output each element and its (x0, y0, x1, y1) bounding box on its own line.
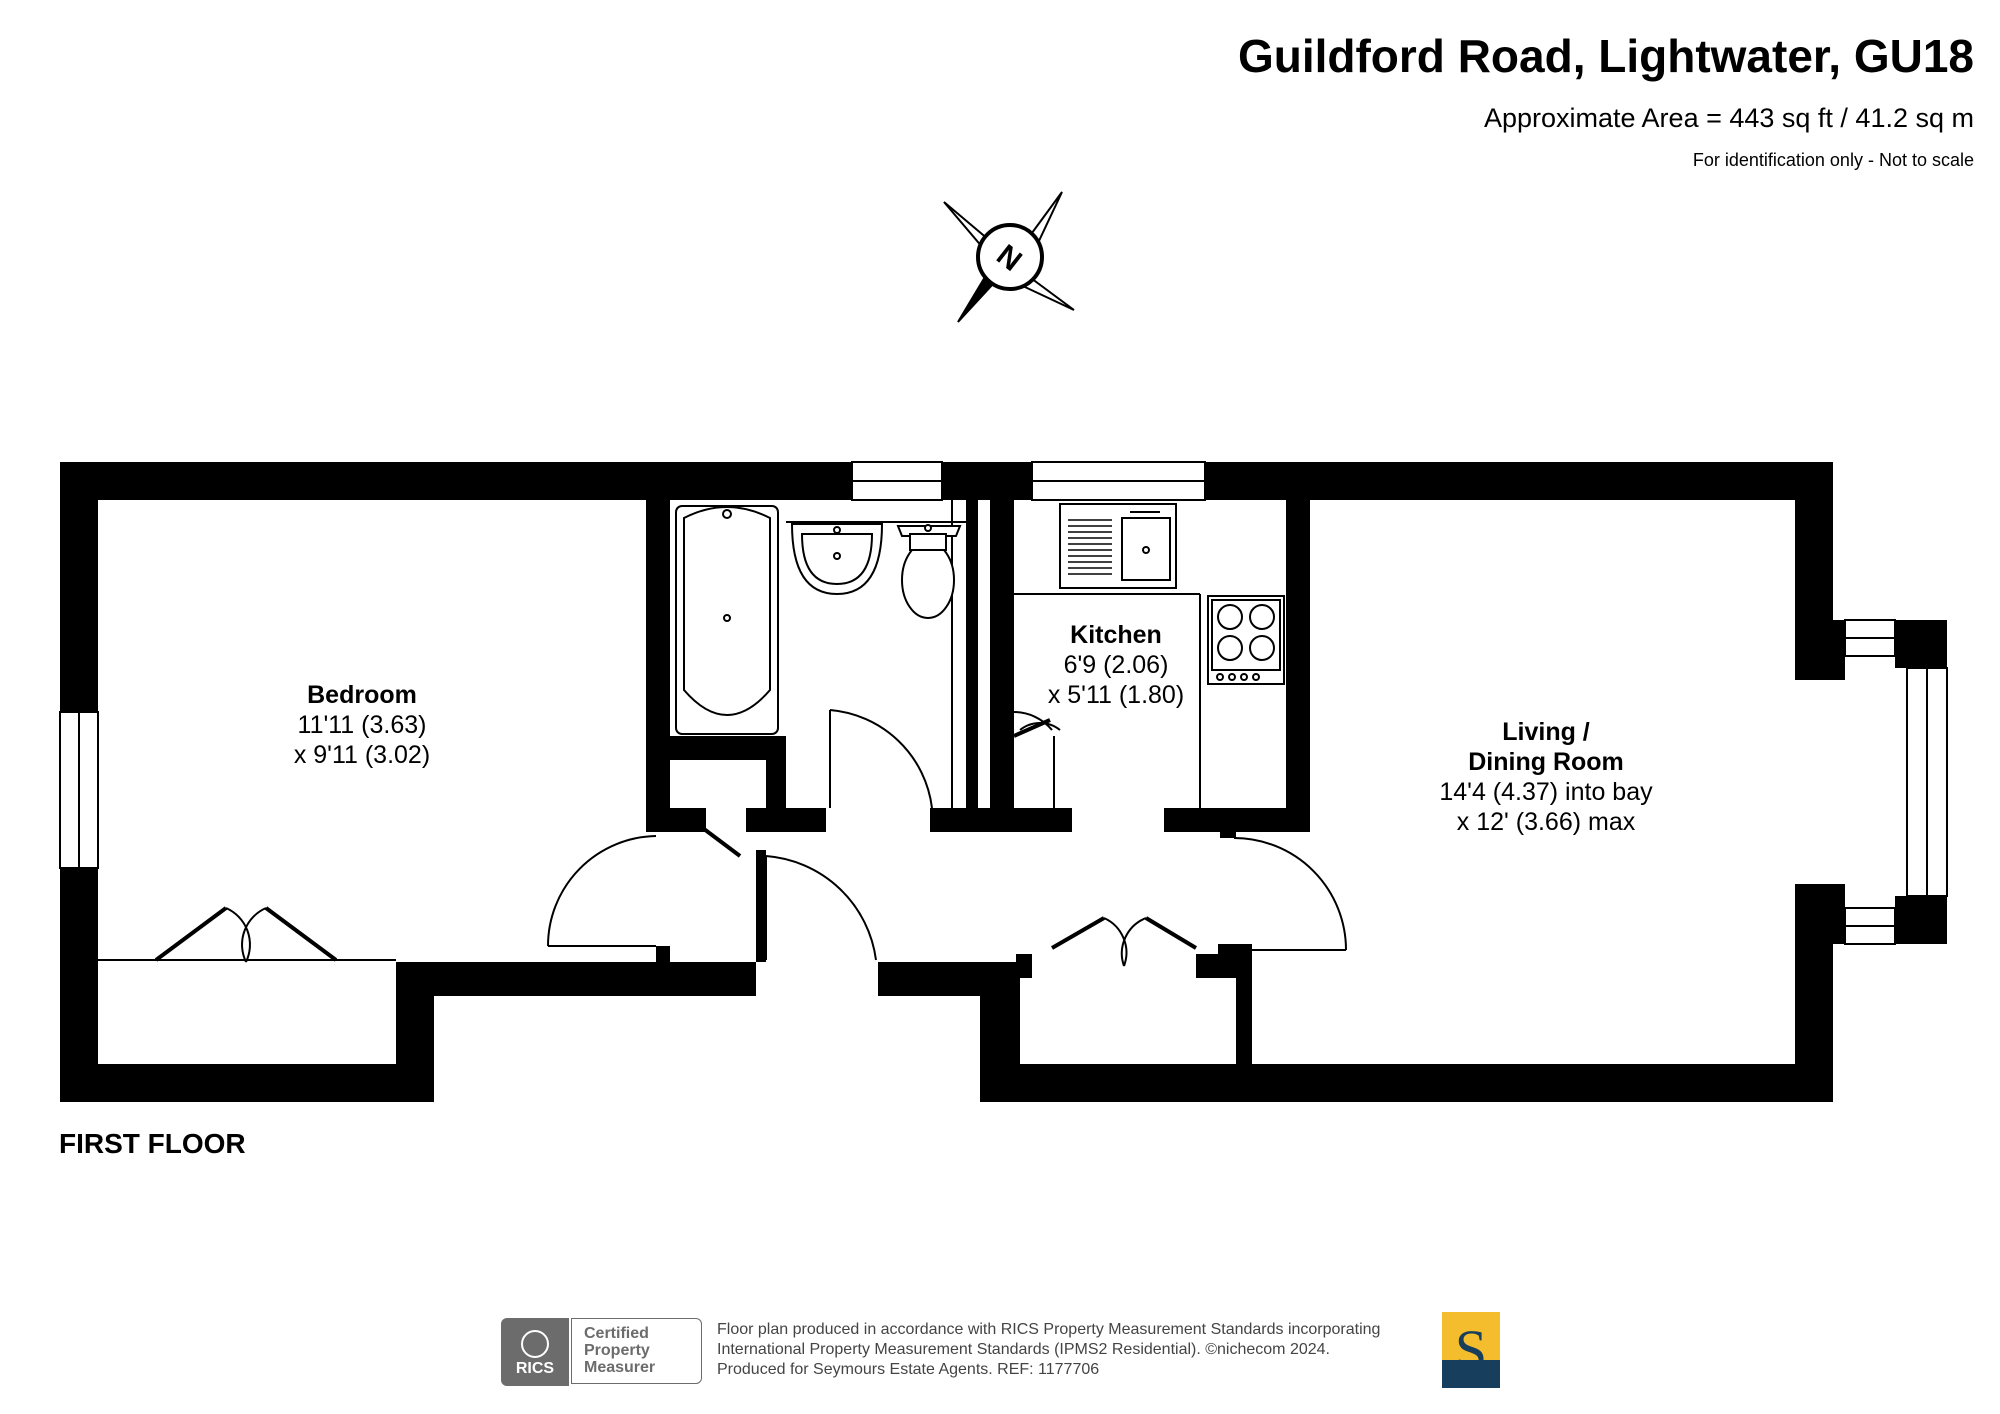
door-leaves (154, 718, 1198, 962)
walls (60, 462, 1947, 1102)
kitchen-name: Kitchen (1070, 621, 1162, 649)
rics-crest-icon (521, 1330, 549, 1358)
floor-label: FIRST FLOOR (59, 1128, 246, 1159)
bedroom-name: Bedroom (307, 681, 417, 709)
compass-icon: N (943, 191, 1075, 323)
certified-line1: Certified (584, 1325, 649, 1342)
rics-short: RICS (515, 1360, 555, 1377)
rics-logo: RICS (501, 1318, 569, 1386)
living-name-line1: Living / (1502, 718, 1590, 746)
room-bedroom: Bedroom 11'11 (3.63) x 9'11 (3.02) (294, 681, 430, 769)
rics-badge: RICS Certified Property Measurer (501, 1318, 704, 1386)
doors (547, 709, 1347, 961)
hob-icon (1207, 595, 1285, 685)
living-dim2: x 12' (3.66) max (1457, 808, 1636, 836)
basin-icon (790, 523, 884, 596)
approximate-area: Approximate Area = 443 sq ft / 41.2 sq m (1483, 103, 1974, 133)
seymours-logo: S (1442, 1312, 1500, 1388)
disclaimer: Floor plan produced in accordance with R… (717, 1320, 1437, 1380)
sink-icon (1059, 503, 1177, 589)
living-name-line2: Dining Room (1468, 748, 1624, 776)
disclaimer-line2: International Property Measurement Stand… (717, 1341, 1330, 1358)
bedroom-dim2: x 9'11 (3.02) (294, 741, 430, 769)
header: Guildford Road, Lightwater, GU18 Approxi… (1238, 26, 1974, 174)
certified-line3: Measurer (584, 1359, 656, 1376)
disclaimer-line3: Produced for Seymours Estate Agents. REF… (717, 1361, 1100, 1378)
windows (59, 461, 1948, 945)
certified-line2: Property (584, 1342, 650, 1359)
room-living-dining: Living / Dining Room 14'4 (4.37) into ba… (1439, 718, 1653, 836)
kitchen-dim1: 6'9 (2.06) (1064, 651, 1169, 679)
living-dim1: 14'4 (4.37) into bay (1439, 778, 1653, 806)
kitchen-dim2: x 5'11 (1.80) (1048, 681, 1184, 709)
wardrobe-doors (225, 907, 1147, 967)
bedroom-dim1: 11'11 (3.63) (298, 711, 427, 739)
bath-icon (675, 505, 779, 735)
scale-note: For identification only - Not to scale (1692, 150, 1974, 170)
toilet-icon (896, 524, 962, 619)
logo-gold-block (1442, 1312, 1500, 1362)
room-kitchen: Kitchen 6'9 (2.06) x 5'11 (1.80) (1048, 621, 1184, 709)
disclaimer-line1: Floor plan produced in accordance with R… (717, 1321, 1381, 1338)
page-title: Guildford Road, Lightwater, GU18 (1237, 30, 1974, 82)
certified-measurer: Certified Property Measurer (571, 1318, 702, 1384)
logo-letter: S (1454, 1318, 1488, 1383)
logo-navy-block (1442, 1360, 1500, 1388)
